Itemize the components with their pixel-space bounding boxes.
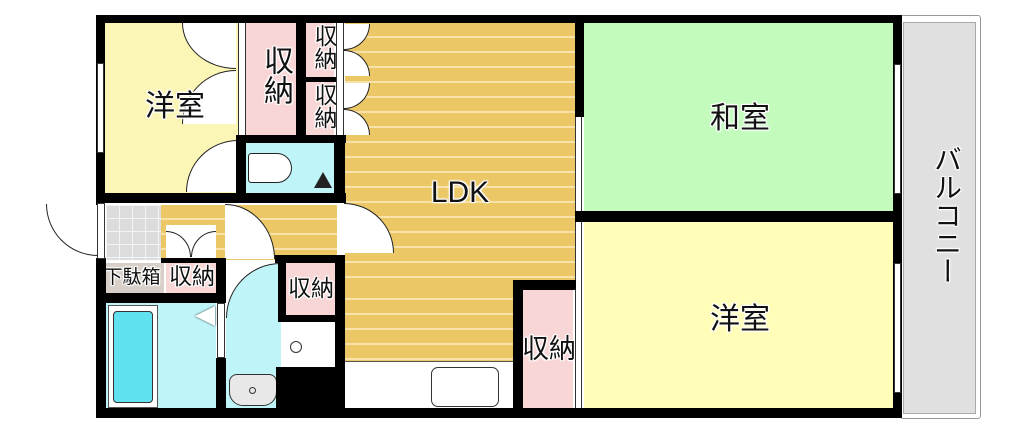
ldk-floor: [345, 23, 575, 285]
wall-ldk-right-upper: [575, 15, 584, 117]
wall-bath-right: [216, 358, 226, 418]
japanese-room-label: 和室: [710, 101, 770, 136]
bathtub-water: [113, 311, 153, 403]
hall-storage-label: 収納: [288, 276, 334, 302]
sliding-door-japanese-room: [575, 115, 582, 215]
window-front-door: [97, 203, 105, 259]
window-japanese-room: [894, 64, 901, 194]
ldk-storage: [523, 290, 573, 408]
storage-top-doors: [336, 23, 344, 135]
wall-hall-storage-left: [278, 263, 286, 322]
western-room-2: [584, 222, 893, 408]
ldk-storage-label: 収納: [522, 334, 576, 365]
window-western-room-2: [894, 263, 901, 393]
storage-top-2-label: 収納: [310, 24, 336, 70]
wall-entry-storage-right: [216, 258, 226, 303]
wall-storage-bottom: [236, 135, 346, 143]
entry-storage: [166, 263, 216, 293]
entrance-tile: [106, 205, 161, 260]
outer-wall-bottom: [96, 408, 902, 418]
wall-ldk-storage-top: [513, 280, 576, 290]
toilet-bowl-icon: [248, 153, 292, 183]
front-door-swing: [46, 204, 98, 256]
japanese-room: [584, 23, 893, 211]
wall-entry-storage-top: [161, 258, 226, 263]
storage-top-1-label: 収納: [258, 45, 293, 105]
bath-door: [217, 303, 225, 358]
shoe-box-label: 下駄箱: [103, 266, 161, 288]
window-western-room-1: [97, 63, 104, 153]
drain-icon: [290, 341, 302, 353]
bath-door-triangle-icon: [195, 306, 215, 326]
wall-rooms-divider: [575, 211, 902, 222]
ldk-floor-lower: [345, 285, 513, 361]
sliding-door-western-room-2: [575, 222, 582, 408]
western-room-2-label: 洋室: [710, 302, 770, 337]
kitchen-sink-icon: [431, 367, 499, 407]
wall-toilet-right: [334, 135, 345, 203]
entry-storage-label: 収納: [169, 264, 215, 290]
wall-hall-storage-bottom: [278, 315, 345, 322]
wall-entry-bottom: [96, 293, 226, 303]
wall-black-block: [276, 367, 336, 412]
washbasin-drain-icon: [249, 387, 256, 394]
storage-top-1-door: [238, 23, 246, 135]
wall-ldk-storage-left: [513, 280, 523, 418]
wall-storage-divider: [296, 23, 306, 135]
western-room-1-label: 洋室: [145, 89, 205, 124]
storage-top-3: [306, 82, 334, 136]
balcony-label: バルコニー: [930, 145, 963, 285]
wall-toilet-left: [236, 135, 246, 203]
wall-ldk-left-lower: [335, 255, 345, 418]
balcony: [903, 22, 976, 414]
wall-storage-mid: [306, 77, 336, 82]
shoe-box: [106, 263, 164, 293]
storage-top-1: [246, 23, 296, 135]
outer-wall-left-lower: [96, 258, 106, 418]
ldk-label: LDK: [430, 176, 490, 209]
toilet-triangle-icon: [314, 172, 332, 188]
wall-western-room-1-bottom: [96, 193, 346, 203]
storage-top-3-label: 収納: [310, 83, 336, 129]
hall-storage: [286, 263, 335, 315]
wall-hall-storage-top: [275, 255, 345, 263]
outer-wall-top: [96, 15, 902, 23]
storage-top-2: [306, 23, 334, 77]
